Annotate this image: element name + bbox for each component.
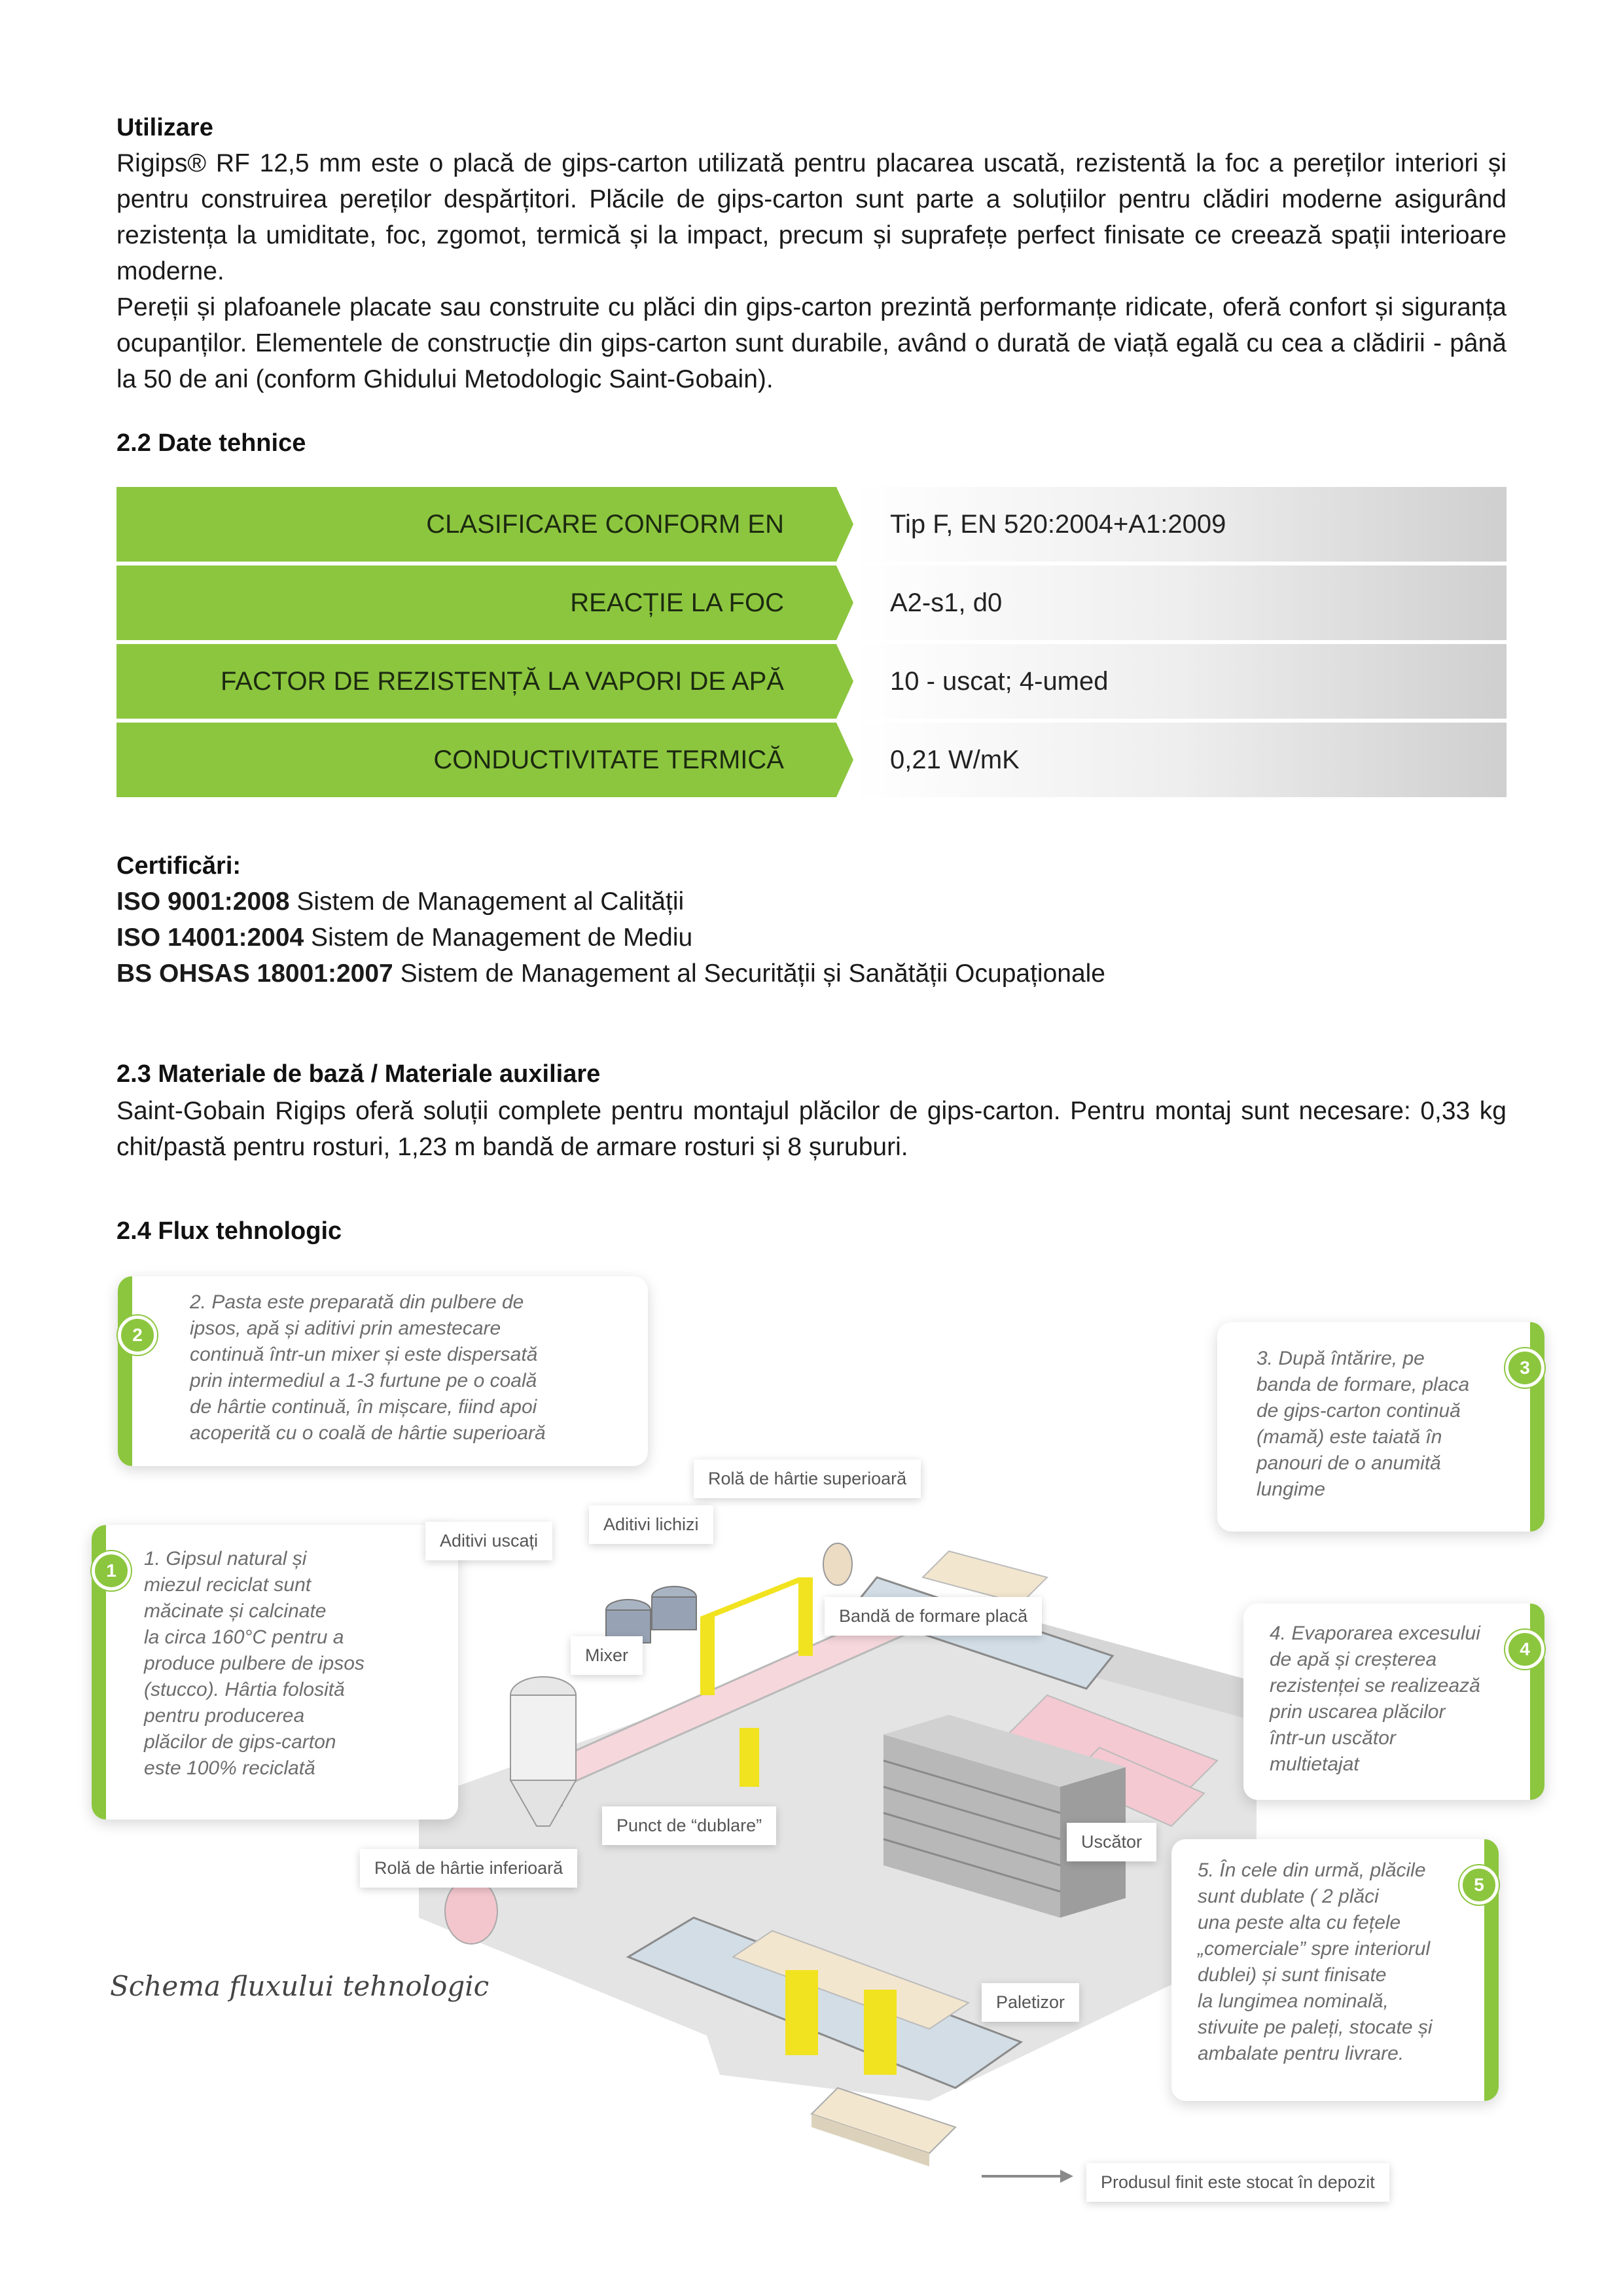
utilizare-paragraph-1: Rigips® RF 12,5 mm este o placă de gips-… bbox=[116, 149, 1507, 285]
label-finished-product: Produsul finit este stocat în depozit bbox=[1086, 2163, 1389, 2202]
step-3-callout: 3 3. După întărire, pe banda de formare,… bbox=[1217, 1322, 1544, 1532]
list-item: ISO 14001:2004 Sistem de Management de M… bbox=[116, 920, 1105, 956]
table-row-value: A2-s1, d0 bbox=[853, 565, 1507, 640]
step-2-callout: 2 2. Pasta este preparată din pulbere de… bbox=[118, 1276, 648, 1466]
cert-code: ISO 9001:2008 bbox=[116, 888, 290, 916]
utilizare-heading: Utilizare bbox=[116, 114, 213, 141]
step-1-callout: 1 1. Gipsul natural și miezul reciclat s… bbox=[92, 1525, 458, 1820]
diagram-caption: Schema fluxului tehnologic bbox=[110, 1970, 490, 2002]
certifications-list: ISO 9001:2008 Sistem de Management al Ca… bbox=[116, 884, 1105, 992]
flux-heading: 2.4 Flux tehnologic bbox=[116, 1217, 342, 1245]
label-lower-paper-roll: Rolă de hârtie inferioară bbox=[360, 1849, 578, 1888]
callout-accent-bar bbox=[118, 1276, 132, 1466]
step-4-callout: 4 4. Evaporarea excesului de apă și creș… bbox=[1243, 1604, 1544, 1800]
production-flow-diagram: 2 2. Pasta este preparată din pulbere de… bbox=[65, 1263, 1571, 2206]
label-palletizer: Paletizor bbox=[982, 1983, 1080, 2022]
row-arrow-shape bbox=[836, 565, 853, 640]
cert-text: Sistem de Management de Mediu bbox=[304, 924, 693, 952]
label-dry-additives: Aditivi uscați bbox=[425, 1522, 553, 1560]
cert-text: Sistem de Management al Securității și S… bbox=[393, 960, 1105, 988]
callout-accent-bar bbox=[1484, 1839, 1499, 2101]
cert-code: ISO 14001:2004 bbox=[116, 924, 304, 952]
table-row-label: CONDUCTIVITATE TERMICĂ bbox=[116, 723, 836, 797]
list-item: ISO 9001:2008 Sistem de Management al Ca… bbox=[116, 884, 1105, 920]
materiale-heading: 2.3 Materiale de bază / Materiale auxili… bbox=[116, 1060, 601, 1088]
certificari-heading: Certificări: bbox=[116, 852, 241, 880]
date-tehnice-heading: 2.2 Date tehnice bbox=[116, 429, 306, 457]
label-upper-paper-roll: Rolă de hârtie superioară bbox=[694, 1460, 921, 1498]
step-number-badge: 4 bbox=[1505, 1630, 1544, 1669]
table-row: FACTOR DE REZISTENȚĂ LA VAPORI DE APĂ 10… bbox=[116, 644, 1507, 719]
label-forming-belt: Bandă de formare placă bbox=[825, 1597, 1043, 1636]
utilizare-text: Rigips® RF 12,5 mm este o placă de gips-… bbox=[116, 145, 1507, 397]
cert-text: Sistem de Management al Calității bbox=[289, 888, 685, 916]
table-row-value: 10 - uscat; 4-umed bbox=[853, 644, 1507, 719]
step-5-callout: 5 5. În cele din urmă, plăcile sunt dubl… bbox=[1171, 1839, 1499, 2101]
callout-accent-bar bbox=[92, 1525, 106, 1820]
table-row-value: Tip F, EN 520:2004+A1:2009 bbox=[853, 487, 1507, 562]
step-text: 2. Pasta este preparată din pulbere de i… bbox=[190, 1291, 546, 1444]
step-text: 3. După întărire, pe banda de formare, p… bbox=[1257, 1348, 1470, 1500]
row-arrow-shape bbox=[836, 487, 853, 562]
label-liquid-additives: Aditivi lichizi bbox=[589, 1505, 713, 1544]
table-row-label: CLASIFICARE CONFORM EN bbox=[116, 487, 836, 562]
table-row: CLASIFICARE CONFORM EN Tip F, EN 520:200… bbox=[116, 487, 1507, 562]
label-mixer: Mixer bbox=[571, 1636, 643, 1675]
table-row-label: REACȚIE LA FOC bbox=[116, 565, 836, 640]
label-doubling-point: Punct de “dublare” bbox=[602, 1806, 777, 1845]
utilizare-paragraph-2: Pereții și plafoanele placate sau constr… bbox=[116, 293, 1507, 393]
step-number-badge: 5 bbox=[1459, 1865, 1499, 1905]
cert-code: BS OHSAS 18001:2007 bbox=[116, 960, 393, 988]
step-text: 5. În cele din urmă, plăcile sunt dublat… bbox=[1198, 1859, 1433, 2064]
table-row-label: FACTOR DE REZISTENȚĂ LA VAPORI DE APĂ bbox=[116, 644, 836, 719]
table-row-value: 0,21 W/mK bbox=[853, 723, 1507, 797]
materiale-text: Saint-Gobain Rigips oferă soluții comple… bbox=[116, 1097, 1507, 1161]
table-row: CONDUCTIVITATE TERMICĂ 0,21 W/mK bbox=[116, 723, 1507, 797]
step-number-badge: 2 bbox=[118, 1316, 157, 1355]
technical-data-table: CLASIFICARE CONFORM EN Tip F, EN 520:200… bbox=[116, 487, 1507, 801]
row-arrow-shape bbox=[836, 644, 853, 719]
list-item: BS OHSAS 18001:2007 Sistem de Management… bbox=[116, 956, 1105, 992]
table-row: REACȚIE LA FOC A2-s1, d0 bbox=[116, 565, 1507, 640]
row-arrow-shape bbox=[836, 723, 853, 797]
label-dryer: Uscător bbox=[1067, 1823, 1157, 1861]
step-number-badge: 3 bbox=[1505, 1348, 1544, 1388]
step-number-badge: 1 bbox=[92, 1551, 131, 1590]
step-text: 4. Evaporarea excesului de apă și crește… bbox=[1270, 1623, 1480, 1775]
step-text: 1. Gipsul natural și miezul reciclat sun… bbox=[144, 1548, 365, 1779]
